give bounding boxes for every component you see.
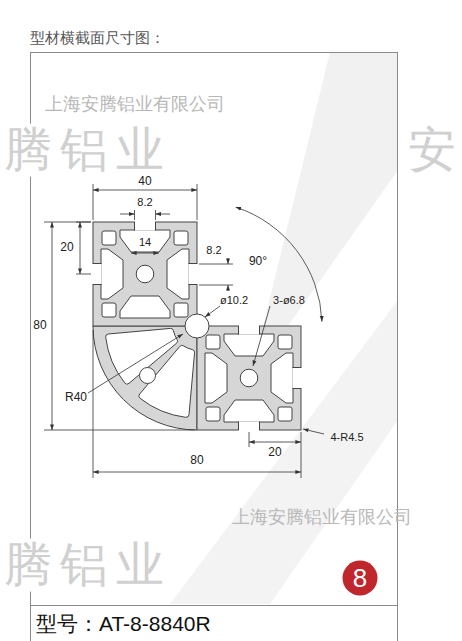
profile-face (271, 335, 303, 403)
t-slot-lip (189, 264, 198, 285)
dimension: 4-R4.5 (330, 431, 363, 443)
square-profile (92, 221, 199, 327)
dimension: 8.2 (206, 244, 221, 256)
dimension-line (155, 210, 156, 220)
profile-body (93, 222, 197, 326)
dimension-line (228, 258, 229, 264)
dimension-line (52, 222, 53, 430)
dimension: R40 (65, 391, 87, 404)
dimension-line (80, 222, 81, 274)
t-slot-lip (293, 368, 302, 389)
dimension: 8.2 (137, 196, 152, 208)
profile-face (205, 353, 227, 421)
model-number: 型号：AT-8-8840R (36, 612, 211, 635)
t-slot-opening (239, 325, 259, 335)
profile-face (120, 296, 188, 318)
t-slot-chamber (167, 249, 189, 299)
dimension-line (197, 184, 198, 220)
t-slot-lip (135, 222, 156, 231)
t-slot-chamber (224, 400, 274, 422)
dimension-line (301, 432, 302, 478)
dimension-line (249, 442, 301, 443)
arc-section (93, 326, 197, 430)
t-slot-chamber (101, 249, 123, 299)
t-slot-opening (135, 221, 155, 231)
watermark: 腾铝业 (4, 124, 172, 177)
dimension-line (205, 306, 220, 317)
dimension: 3-ø6.8 (273, 294, 305, 306)
web-slot (140, 368, 156, 384)
corner-cavity (206, 407, 220, 421)
dimension-line (253, 306, 270, 366)
background-stripe (170, 300, 398, 604)
dimension: 90° (249, 255, 267, 268)
page-title: 型材横截面尺寸图： (30, 30, 165, 47)
dimension-lines (44, 184, 324, 478)
dimension: ø10.2 (220, 294, 248, 306)
dimension-line (93, 330, 94, 478)
dimension-line (88, 334, 183, 393)
corner-cavity (102, 231, 116, 245)
dimension-line (156, 214, 171, 215)
t-slot-opening (92, 264, 102, 284)
dimension: 20 (268, 446, 281, 459)
dimension-line (93, 472, 301, 473)
dimension: 40 (138, 175, 151, 188)
dimension-line (131, 253, 159, 254)
core-hole (240, 369, 258, 387)
watermark: 上海安腾铝业有限公司 (232, 508, 412, 528)
angle-arc (236, 207, 322, 322)
t-slot-opening (239, 422, 259, 432)
t-slot-opening (293, 368, 303, 388)
badge-circle: 8 (342, 560, 378, 596)
profile-face (92, 249, 124, 317)
corner-cavity (206, 335, 220, 349)
corner-cavity (278, 407, 292, 421)
badge-number: 8 (353, 565, 367, 591)
square-profile (197, 325, 303, 432)
dimension: 80 (190, 454, 203, 467)
dimension-line (76, 274, 91, 275)
dimension: 80 (33, 319, 46, 332)
center-hole (185, 314, 209, 338)
band-divider (30, 605, 398, 606)
aluminium-profile (92, 221, 303, 432)
dimension: 14 (139, 236, 151, 248)
profile-body (197, 326, 301, 430)
badge-fill (343, 561, 378, 596)
t-slot-lip (239, 326, 260, 335)
profile-face (167, 231, 199, 299)
corner-cavity (102, 303, 116, 317)
t-slot-chamber (224, 334, 274, 356)
dimension-line (134, 210, 135, 220)
dimension-line (120, 214, 135, 215)
watermark: 腾铝业 (4, 539, 172, 592)
dimension-line (303, 429, 324, 434)
dimension: 20 (60, 241, 73, 254)
dimension-line (44, 430, 195, 431)
corner-cavity (278, 335, 292, 349)
t-slot-opening (189, 264, 199, 284)
corner-cavity (174, 303, 188, 317)
watermark: 安 (408, 124, 456, 177)
arc-body (93, 326, 197, 430)
t-slot-chamber (271, 353, 293, 403)
dimension-line (228, 285, 229, 291)
t-slot-lip (93, 264, 102, 285)
t-slot-chamber (120, 230, 170, 252)
profile-face (102, 221, 170, 253)
core-hole (136, 265, 154, 283)
t-slot-chamber (120, 296, 170, 318)
dimension-line (93, 184, 94, 220)
watermark: 上海安腾铝业有限公司 (45, 95, 225, 115)
t-slot-chamber (205, 353, 227, 403)
dimension-line (93, 190, 197, 191)
corner-cavity (174, 231, 188, 245)
dimension-line (249, 432, 250, 447)
t-slot-lip (239, 422, 260, 431)
profile-face (224, 400, 292, 432)
dimension-line (44, 222, 91, 223)
